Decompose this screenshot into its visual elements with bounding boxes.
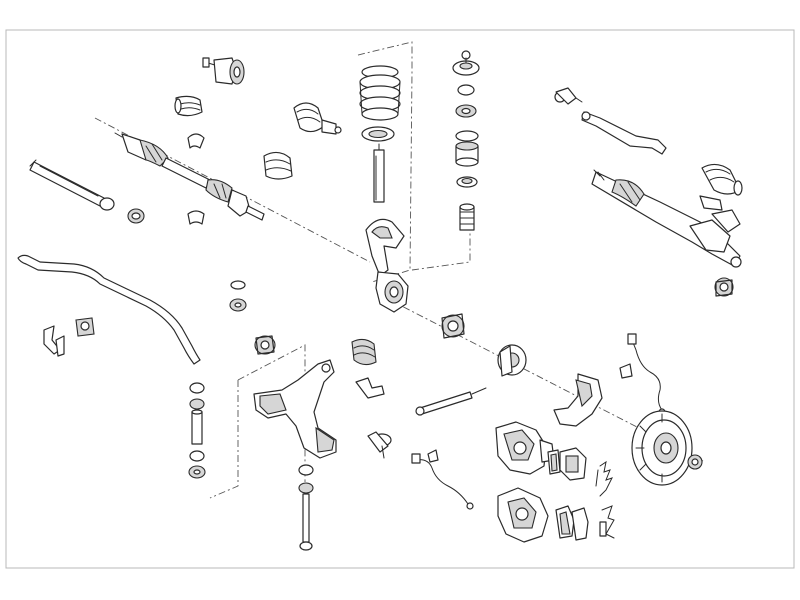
stabilizer-bracket xyxy=(43,325,65,357)
stabilizer-bushing xyxy=(75,317,95,337)
link-bushing-lower xyxy=(188,450,206,479)
bump-stop-seat xyxy=(456,176,478,188)
brake-pads-rear xyxy=(555,505,589,541)
shock-absorber xyxy=(373,143,385,203)
control-arm xyxy=(253,359,337,459)
brake-hose xyxy=(415,387,487,416)
control-arm-bolt xyxy=(298,464,314,551)
outer-cv-joint xyxy=(293,102,342,135)
pad-spring xyxy=(595,460,613,497)
steering-rack xyxy=(591,169,742,268)
cv-joint-outer xyxy=(202,57,245,85)
strut-bearing xyxy=(455,84,477,118)
cv-joint-boot xyxy=(174,95,203,117)
tie-rod-arm xyxy=(581,111,667,155)
control-arm-bushing xyxy=(351,338,377,366)
ball-joint xyxy=(367,431,392,459)
wheel-hub xyxy=(497,344,527,377)
bracket-clip xyxy=(355,377,385,399)
abs-sensor xyxy=(619,333,666,416)
drive-shaft xyxy=(114,132,265,221)
pad-clip xyxy=(599,505,615,539)
steering-tie-rod-end xyxy=(554,87,583,105)
brake-disc xyxy=(631,410,693,486)
coil-spring xyxy=(359,65,401,121)
brake-shield xyxy=(553,373,603,427)
brake-pads xyxy=(547,449,561,475)
brake-caliper-rear xyxy=(497,487,549,543)
stabilizer-bar xyxy=(17,254,201,365)
wheel-bearing xyxy=(441,313,465,339)
shaft-boot xyxy=(263,151,293,180)
bushing-small xyxy=(127,208,145,224)
silent-block xyxy=(254,335,276,355)
strut-mount-rubber xyxy=(455,130,479,167)
steering-rack-boot xyxy=(701,163,743,196)
strut-top-mount xyxy=(452,50,480,76)
steering-knuckle xyxy=(365,218,409,313)
spring-seat xyxy=(361,126,395,142)
hub-nut xyxy=(687,454,703,470)
wear-sensor xyxy=(411,449,474,510)
link-bushing-upper xyxy=(229,280,247,312)
boot-clamp-small xyxy=(187,133,205,225)
diagram-frame xyxy=(5,29,795,569)
brake-caliper xyxy=(495,421,555,475)
bump-stop xyxy=(459,203,475,231)
caliper-carrier xyxy=(559,447,587,481)
inner-tie-rod xyxy=(29,159,115,211)
stabilizer-link xyxy=(189,382,205,445)
rack-bushing xyxy=(714,277,734,297)
